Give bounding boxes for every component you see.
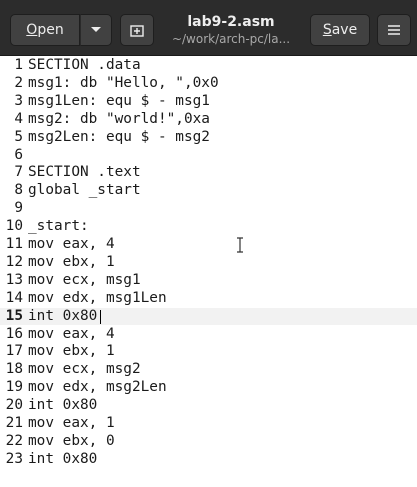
code-line[interactable]: 6	[0, 147, 417, 165]
window-title: lab9-2.asm ~/work/arch-pc/la...	[158, 14, 304, 47]
code-line[interactable]: 15 int 0x80	[0, 307, 417, 326]
line-number: 8	[14, 182, 23, 199]
text-editor[interactable]: 1 SECTION .data 2 msg1: db "Hello, ",0x0 3 ms…	[0, 57, 417, 487]
line-text: mov eax, 4	[28, 236, 115, 252]
line-text: mov ebx, 1	[28, 253, 115, 270]
code-line[interactable]: 18 mov ecx, msg2	[0, 361, 417, 379]
line-text: mov ebx, 1	[28, 343, 115, 360]
code-line[interactable]: 23 int 0x80	[0, 451, 417, 469]
ibeam-cursor-icon	[236, 237, 244, 253]
line-number: 9	[14, 200, 23, 217]
line-text: mov eax, 1	[28, 415, 115, 431]
line-number: 23	[5, 450, 23, 467]
text-caret	[100, 309, 101, 324]
code-line[interactable]: 17 mov ebx, 1	[0, 343, 417, 361]
line-text: global _start	[28, 182, 141, 199]
code-line[interactable]: 19 mov edx, msg2Len	[0, 379, 417, 397]
line-number: 3	[14, 92, 23, 109]
line-number: 6	[14, 146, 23, 163]
code-line[interactable]: 22 mov ebx, 0	[0, 433, 417, 451]
line-number: 14	[5, 289, 23, 306]
code-line[interactable]: 21 mov eax, 1	[0, 415, 417, 433]
line-number: 7	[14, 164, 23, 181]
line-number: 2	[14, 74, 23, 91]
line-text: msg1: db "Hello, ",0x0	[28, 74, 219, 91]
line-number: 17	[5, 343, 23, 360]
hamburger-icon	[388, 25, 400, 35]
line-text: SECTION .data	[28, 57, 141, 73]
save-button[interactable]: Save	[310, 14, 370, 46]
line-number: 11	[5, 236, 23, 252]
line-number: 22	[5, 432, 23, 449]
line-number: 19	[5, 379, 23, 396]
file-name: lab9-2.asm	[187, 14, 275, 30]
line-number: 12	[5, 253, 23, 270]
line-number: 18	[5, 361, 23, 378]
code-line[interactable]: 14 mov edx, msg1Len	[0, 290, 417, 308]
line-text: msg2Len: equ $ - msg2	[28, 128, 210, 145]
code-line[interactable]: 12 mov ebx, 1	[0, 254, 417, 272]
line-text: int 0x80	[28, 307, 98, 324]
code-line[interactable]: 9	[0, 200, 417, 218]
code-line[interactable]: 1 SECTION .data	[0, 57, 417, 75]
code-line[interactable]: 11 mov eax, 4	[0, 236, 417, 254]
line-number: 1	[14, 57, 23, 73]
line-number: 21	[5, 415, 23, 431]
line-number: 13	[5, 271, 23, 288]
hamburger-menu-button[interactable]	[377, 14, 411, 46]
code-line[interactable]: 5 msg2Len: equ $ - msg2	[0, 129, 417, 147]
line-number: 5	[14, 128, 23, 145]
code-line[interactable]: 10 _start:	[0, 218, 417, 236]
line-number: 4	[14, 110, 23, 127]
code-line[interactable]: 2 msg1: db "Hello, ",0x0	[0, 75, 417, 93]
line-text: mov edx, msg1Len	[28, 289, 167, 306]
chevron-down-icon	[91, 27, 101, 32]
line-number: 15	[5, 307, 23, 324]
new-tab-button[interactable]	[120, 14, 154, 46]
line-text: msg2: db "world!",0xa	[28, 110, 210, 127]
line-text: mov eax, 4	[28, 325, 115, 342]
line-number: 16	[5, 325, 23, 342]
code-line[interactable]: 4 msg2: db "world!",0xa	[0, 111, 417, 129]
line-text: mov ecx, msg2	[28, 361, 141, 378]
code-line[interactable]: 13 mov ecx, msg1	[0, 272, 417, 290]
line-text: msg1Len: equ $ - msg1	[28, 92, 210, 109]
file-path: ~/work/arch-pc/la...	[171, 32, 291, 46]
header-bar: Open lab9-2.asm ~/work/arch-pc/la... Sav…	[0, 0, 417, 56]
line-text: mov edx, msg2Len	[28, 379, 167, 396]
line-number: 10	[5, 218, 23, 235]
open-menu-button[interactable]	[80, 14, 112, 46]
line-number: 20	[5, 397, 23, 414]
line-text: SECTION .text	[28, 164, 141, 181]
line-text: _start:	[28, 218, 89, 235]
code-line[interactable]: 8 global _start	[0, 182, 417, 200]
code-line[interactable]: 3 msg1Len: equ $ - msg1	[0, 93, 417, 111]
save-button-label: Save	[322, 22, 358, 38]
open-button-label: Open	[26, 22, 64, 38]
line-text: mov ecx, msg1	[28, 271, 141, 288]
code-line[interactable]: 20 int 0x80	[0, 397, 417, 415]
code-line[interactable]: 16 mov eax, 4	[0, 326, 417, 344]
new-tab-icon	[130, 25, 144, 37]
open-button[interactable]: Open	[10, 14, 80, 46]
line-text: mov ebx, 0	[28, 432, 115, 449]
line-text: int 0x80	[28, 450, 98, 467]
line-text: int 0x80	[28, 397, 98, 414]
code-line[interactable]: 7 SECTION .text	[0, 164, 417, 182]
